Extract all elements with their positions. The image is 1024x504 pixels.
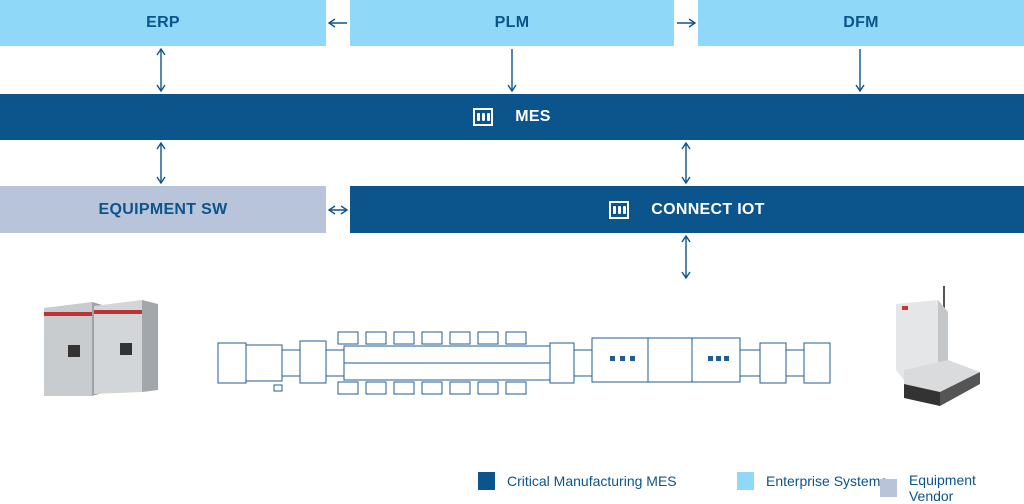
- connect-iot-box: CONNECT IOT: [350, 186, 1024, 233]
- plm-label: PLM: [494, 14, 530, 31]
- legend-item-vendor: Equipment Vendor: [880, 472, 1024, 504]
- critical-manufacturing-logo-icon: [473, 108, 494, 126]
- critical-manufacturing-logo-icon: [609, 200, 630, 219]
- equipment-sw-box: EQUIPMENT SW: [0, 186, 326, 233]
- dfm-box: DFM: [698, 0, 1024, 46]
- equipment-sw-label: EQUIPMENT SW: [98, 200, 228, 218]
- legend-item-enterprise: Enterprise Systems: [737, 472, 887, 490]
- legend-label: Enterprise Systems: [766, 473, 888, 489]
- dfm-label: DFM: [843, 14, 879, 31]
- connection-arrows: [44, 18, 980, 406]
- legend-label: Equipment Vendor: [908, 472, 976, 504]
- legend-item-mes: Critical Manufacturing MES: [478, 472, 677, 490]
- legend-swatch-mes: [478, 472, 495, 490]
- erp-label: ERP: [146, 14, 180, 31]
- production-line-drawing: [217, 331, 831, 395]
- legend-swatch-enterprise: [737, 472, 754, 490]
- erp-box: ERP: [0, 0, 326, 46]
- mes-label: MES: [515, 108, 551, 125]
- legend-swatch-vendor: [880, 479, 897, 497]
- connect-iot-label: CONNECT IOT: [651, 200, 765, 218]
- mes-box: MES: [0, 94, 1024, 140]
- legend-label: Critical Manufacturing MES: [507, 473, 677, 489]
- cabinet-equipment-image: [44, 300, 158, 396]
- agv-robot-image: [896, 286, 980, 406]
- plm-box: PLM: [350, 0, 674, 46]
